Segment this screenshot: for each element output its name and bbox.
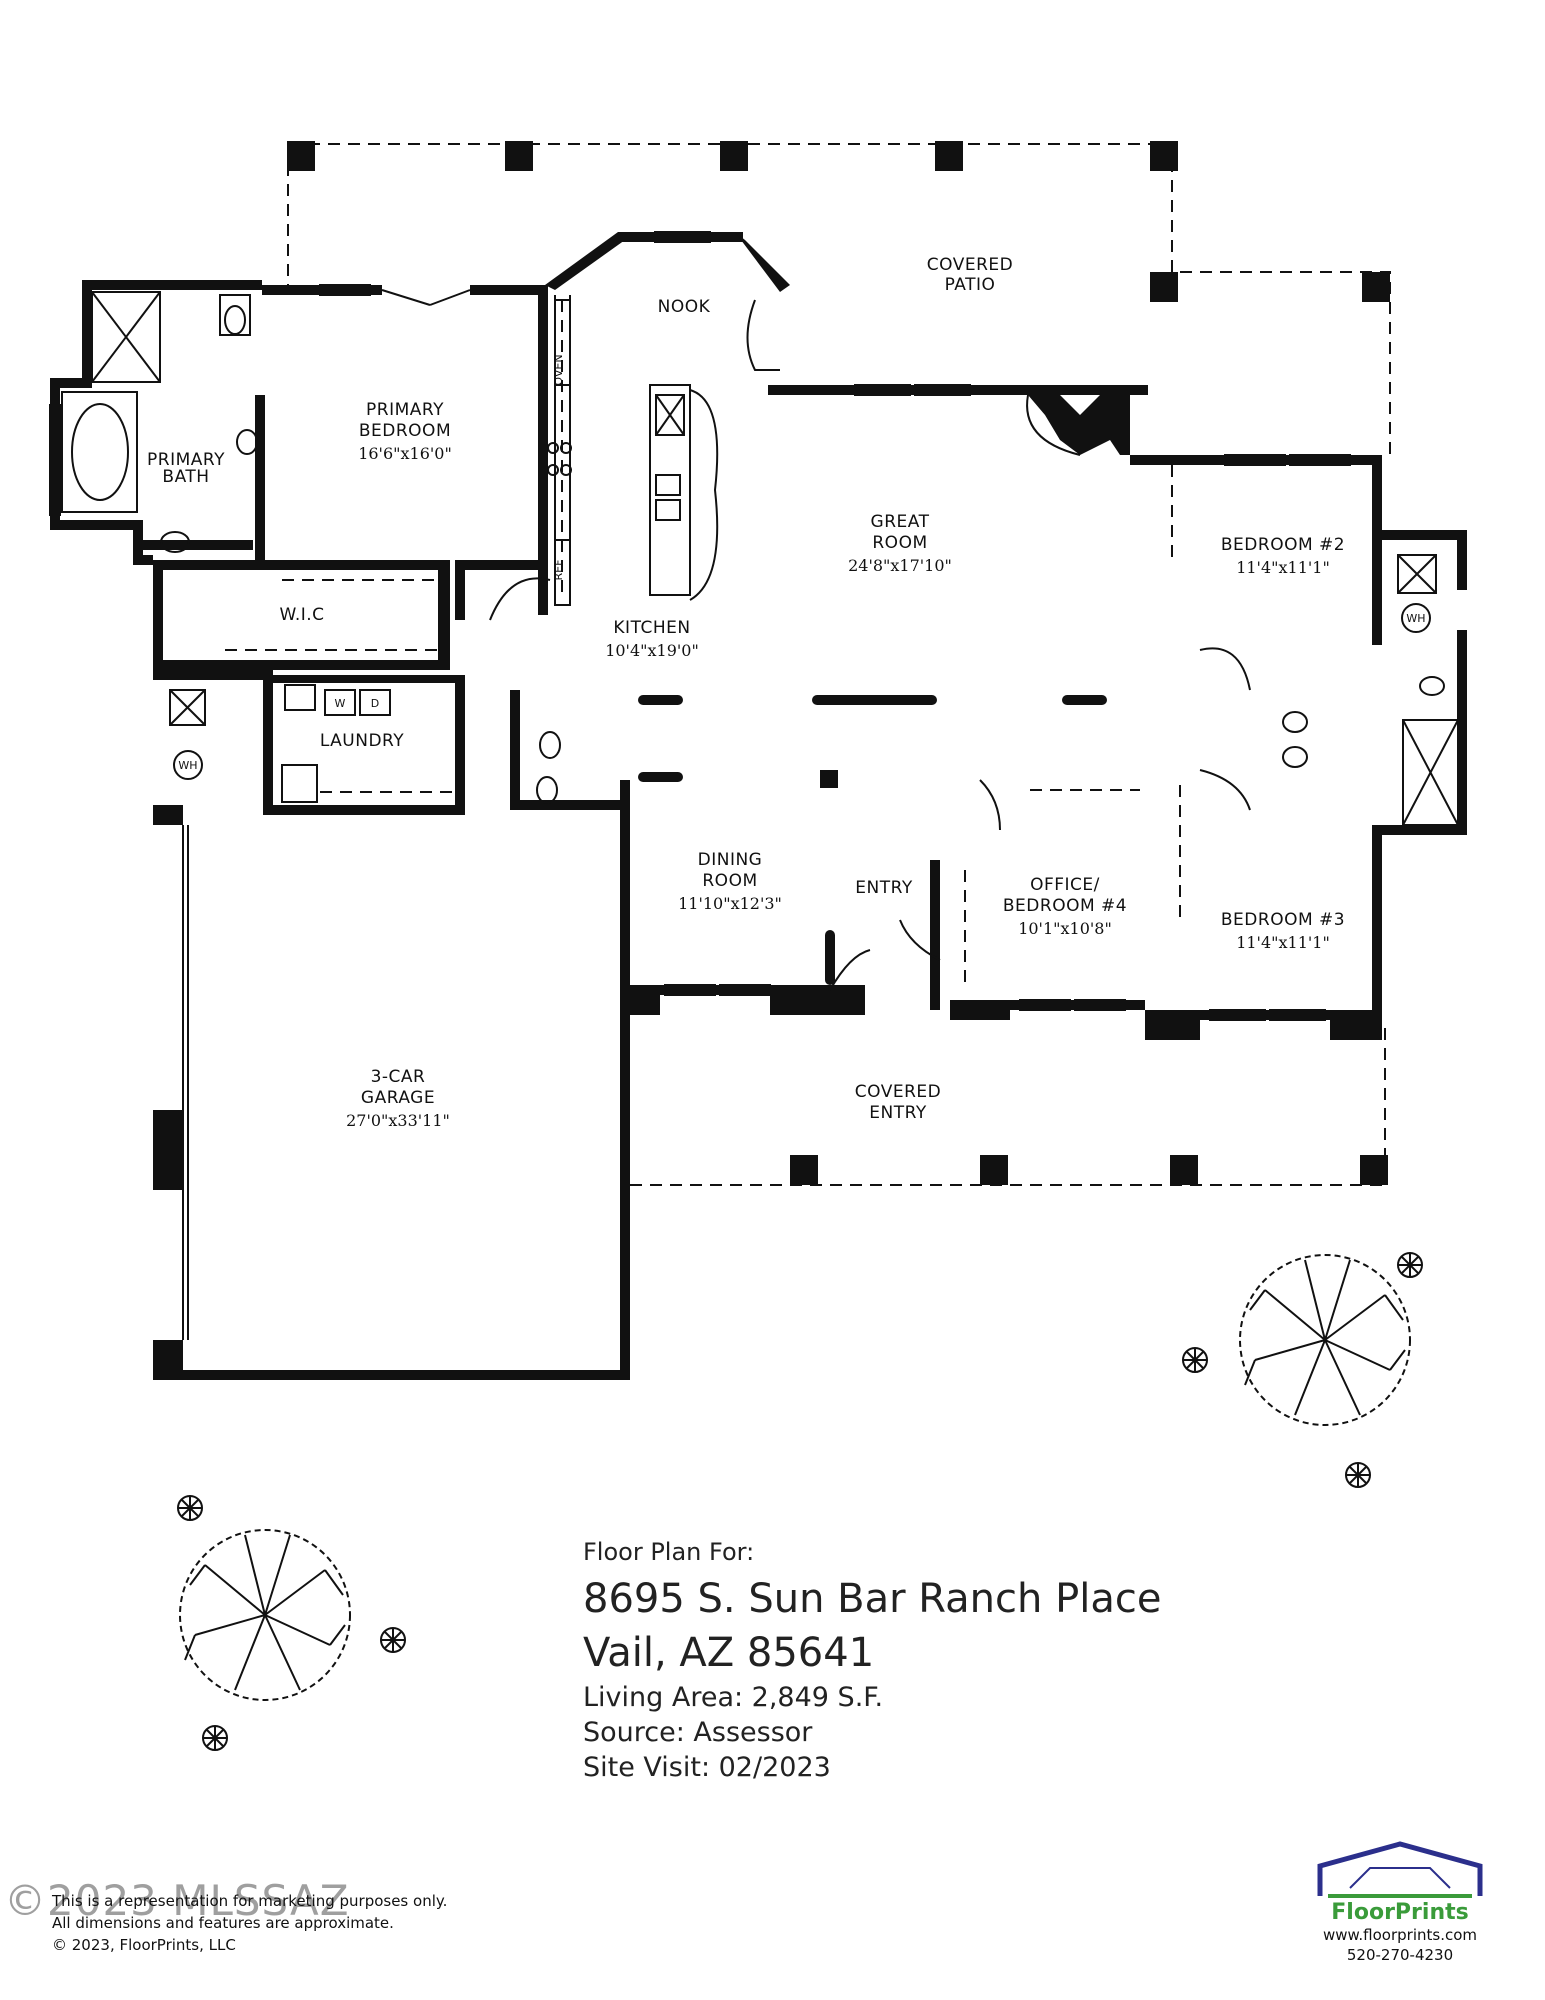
covered-entry-label-1: COVERED	[855, 1082, 941, 1102]
washer-label: W	[335, 697, 346, 710]
dining-dim: 11'10"x12'3"	[678, 894, 782, 913]
doors	[381, 289, 1251, 991]
logo-brand: FloorPrints	[1331, 1900, 1469, 1925]
house-roof-icon	[1317, 1841, 1483, 1898]
address-line-1: 8695 S. Sun Bar Ranch Place	[583, 1576, 1162, 1622]
bedroom3-dim: 11'4"x11'1"	[1236, 933, 1330, 952]
disclaimer: This is a representation for marketing p…	[52, 1890, 447, 1956]
source: Source: Assessor	[583, 1717, 813, 1748]
bedroom3-label: BEDROOM #3	[1221, 910, 1345, 930]
address-line-2: Vail, AZ 85641	[583, 1630, 875, 1676]
mls-watermark: ©2023 MLSSAZ	[4, 1876, 350, 1925]
primary-bath-label-2: BATH	[162, 467, 209, 487]
great-room-label-1: GREAT	[871, 512, 930, 532]
covered-entry-label-2: ENTRY	[869, 1103, 927, 1123]
ref-label: REF	[552, 560, 565, 581]
garage-label-1: 3-CAR	[371, 1067, 426, 1087]
logo-phone: 520-270-4230	[1346, 1946, 1454, 1964]
primary-bedroom-label-1: PRIMARY	[366, 400, 444, 420]
great-room-label-2: ROOM	[872, 533, 927, 553]
bedroom2-label: BEDROOM #2	[1221, 535, 1345, 555]
covered-entry-outline	[630, 1020, 1388, 1186]
dining-label-2: ROOM	[702, 871, 757, 891]
wic-label: W.I.C	[279, 605, 324, 625]
water-heater-label-garage: WH	[178, 759, 197, 772]
dining-label-1: DINING	[698, 850, 763, 870]
entry-label: ENTRY	[855, 878, 913, 898]
disclaimer-line-1: This is a representation for marketing p…	[52, 1892, 448, 1910]
garage-dim: 27'0"x33'11"	[346, 1111, 450, 1130]
oven-label: OVEN	[552, 354, 565, 385]
office-label-1: OFFICE/	[1030, 875, 1100, 895]
landscape-trees	[177, 1252, 1423, 1751]
dryer-label: D	[371, 697, 379, 710]
exterior-walls	[50, 232, 1467, 1380]
covered-patio-label-1: COVERED	[927, 255, 1013, 275]
primary-bedroom-dim: 16'6"x16'0"	[358, 444, 452, 463]
covered-patio-outline	[287, 141, 1391, 455]
bathroom-fixtures	[61, 291, 1459, 826]
property-info: Floor Plan For: 8695 S. Sun Bar Ranch Pl…	[583, 1538, 1161, 1785]
kitchen-label: KITCHEN	[613, 618, 690, 638]
bedroom2-dim: 11'4"x11'1"	[1236, 558, 1330, 577]
disclaimer-line-3: © 2023, FloorPrints, LLC	[52, 1936, 236, 1954]
primary-bedroom-label-2: BEDROOM	[359, 421, 451, 441]
floorprints-logo: FloorPrints www.floorprints.com 520-270-…	[1300, 1838, 1500, 1965]
great-room-dim: 24'8"x17'10"	[848, 556, 952, 575]
nook-label: NOOK	[658, 297, 711, 317]
windows	[49, 231, 1351, 1021]
living-area: Living Area: 2,849 S.F.	[583, 1682, 884, 1713]
floor-plan-for: Floor Plan For:	[583, 1538, 755, 1566]
site-visit: Site Visit: 02/2023	[583, 1752, 831, 1783]
primary-bath-label-1: PRIMARY	[147, 450, 225, 470]
logo-website: www.floorprints.com	[1322, 1926, 1478, 1944]
kitchen-dim: 10'4"x19'0"	[605, 641, 699, 660]
covered-patio-label-2: PATIO	[945, 275, 996, 295]
office-dim: 10'1"x10'8"	[1018, 919, 1112, 938]
disclaimer-line-2: All dimensions and features are approxim…	[52, 1914, 394, 1932]
columns	[638, 695, 1107, 985]
office-label-2: BEDROOM #4	[1003, 896, 1127, 916]
water-heater-label-bed2: WH	[1406, 612, 1425, 625]
laundry-label: LAUNDRY	[320, 731, 404, 751]
garage-label-2: GARAGE	[361, 1088, 435, 1108]
